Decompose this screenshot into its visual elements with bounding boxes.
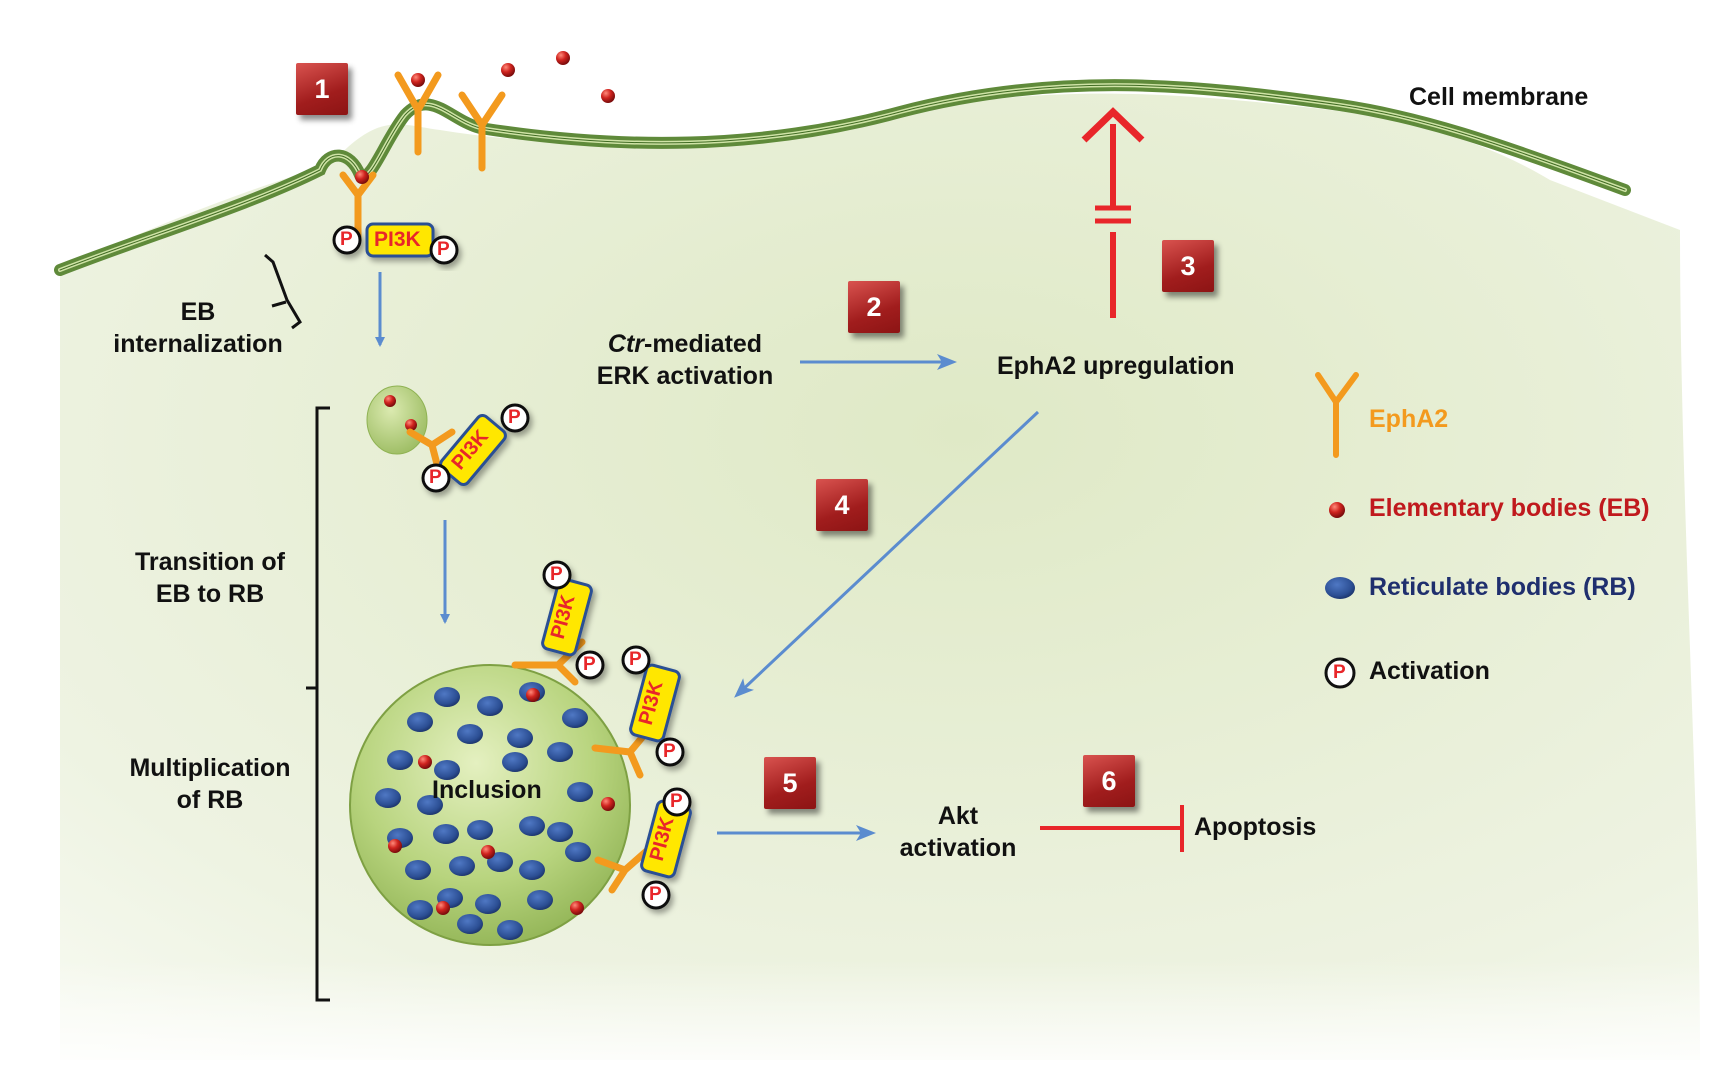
elementary-body (436, 901, 450, 915)
elementary-body (418, 755, 432, 769)
elementary-body (388, 839, 402, 853)
legend-eb-text: Elementary bodies (EB) (1369, 494, 1650, 522)
apoptosis-label: Apoptosis (1194, 813, 1317, 841)
elementary-body (405, 419, 417, 431)
eb-internalization-label: EB internalization (113, 298, 283, 358)
elementary-body (384, 395, 396, 407)
arrow-epha2-to-inclusion (734, 410, 1040, 698)
reticulate-body (407, 712, 433, 732)
epha2-to-membrane-arrow (1081, 107, 1145, 318)
phospho-label: P (583, 654, 596, 675)
pi3k-complex-vesicle (421, 403, 530, 493)
reticulate-body (497, 920, 523, 940)
elementary-body (526, 688, 540, 702)
pi3k-complex-membrane (332, 222, 459, 265)
reticulate-body (562, 708, 588, 728)
eb-internalization-bracket (264, 253, 302, 330)
inclusion-elementary-bodies (388, 688, 615, 915)
inclusion-receptors (511, 638, 654, 894)
pi3k-label: PI3K (374, 228, 421, 251)
transition-label: Transition of EB to RB (135, 548, 285, 608)
phospho-label: P (340, 229, 353, 250)
extracellular-elementary-bodies (355, 51, 615, 184)
legend-epha2-text: EphA2 (1369, 405, 1449, 433)
activation-icon (1324, 657, 1356, 689)
elementary-body-icon (1329, 502, 1345, 518)
multiplication-label: Multiplication of RB (129, 754, 291, 814)
reticulate-body (519, 860, 545, 880)
reticulate-body (519, 816, 545, 836)
eb-vesicle (366, 385, 428, 455)
reticulate-body (434, 760, 460, 780)
phospho-label: P (429, 467, 442, 488)
phospho-label: P (663, 741, 676, 762)
elementary-body (570, 901, 584, 915)
reticulate-body (507, 728, 533, 748)
reticulate-body (502, 752, 528, 772)
reticulate-body-icon (1325, 577, 1355, 599)
phospho-legend-label: P (1333, 662, 1346, 683)
akt-activation-label: Akt activation (899, 802, 1017, 862)
reticulate-body (417, 795, 443, 815)
elementary-body (601, 89, 615, 103)
step-badge-4: 4 (816, 479, 868, 531)
cell-membrane-label: Cell membrane (1409, 83, 1589, 111)
cell-membrane (54, 79, 1631, 276)
reticulate-body (467, 820, 493, 840)
phospho-label: P (437, 239, 450, 260)
reticulate-body (475, 894, 501, 914)
step-badge-3: 3 (1162, 240, 1214, 292)
process-bracket (306, 406, 330, 1002)
reticulate-body (407, 900, 433, 920)
epha2-upregulation-label: EphA2 upregulation (997, 352, 1235, 380)
reticulate-body (457, 724, 483, 744)
reticulate-body (405, 860, 431, 880)
phospho-label: P (670, 791, 683, 812)
reticulate-body (449, 856, 475, 876)
akt-inhibits-apoptosis (1040, 805, 1184, 852)
reticulate-body (433, 824, 459, 844)
elementary-body (355, 170, 369, 184)
reticulate-body (547, 742, 573, 762)
elementary-body (556, 51, 570, 65)
step-badge-5: 5 (764, 757, 816, 809)
phospho-label: P (629, 649, 642, 670)
reticulate-body (434, 687, 460, 707)
reticulate-body (547, 822, 573, 842)
reticulate-body (487, 852, 513, 872)
reticulate-body (477, 696, 503, 716)
elementary-body (481, 845, 495, 859)
phospho-label: P (649, 884, 662, 905)
inclusion-label: Inclusion (432, 776, 542, 804)
phospho-label: P (550, 564, 563, 585)
step-badge-1: 1 (296, 63, 348, 115)
phospho-label: P (508, 407, 521, 428)
reticulate-body (375, 788, 401, 808)
reticulate-body (527, 890, 553, 910)
elementary-body (501, 63, 515, 77)
step-badge-2: 2 (848, 281, 900, 333)
legend-rb-text: Reticulate bodies (RB) (1369, 573, 1636, 601)
reticulate-body (565, 842, 591, 862)
reticulate-body (567, 782, 593, 802)
ctr-italic: Ctr (607, 330, 644, 358)
elementary-body (411, 73, 425, 87)
step-badge-6: 6 (1083, 755, 1135, 807)
reticulate-body (457, 914, 483, 934)
reticulate-body (387, 750, 413, 770)
ctr-erk-activation-label: Ctr-mediated ERK activation (596, 330, 774, 390)
epha2-icon (1315, 372, 1359, 458)
legend-activation-text: Activation (1369, 657, 1490, 685)
pi3k-complexes-inclusion (541, 560, 692, 910)
elementary-body (601, 797, 615, 811)
